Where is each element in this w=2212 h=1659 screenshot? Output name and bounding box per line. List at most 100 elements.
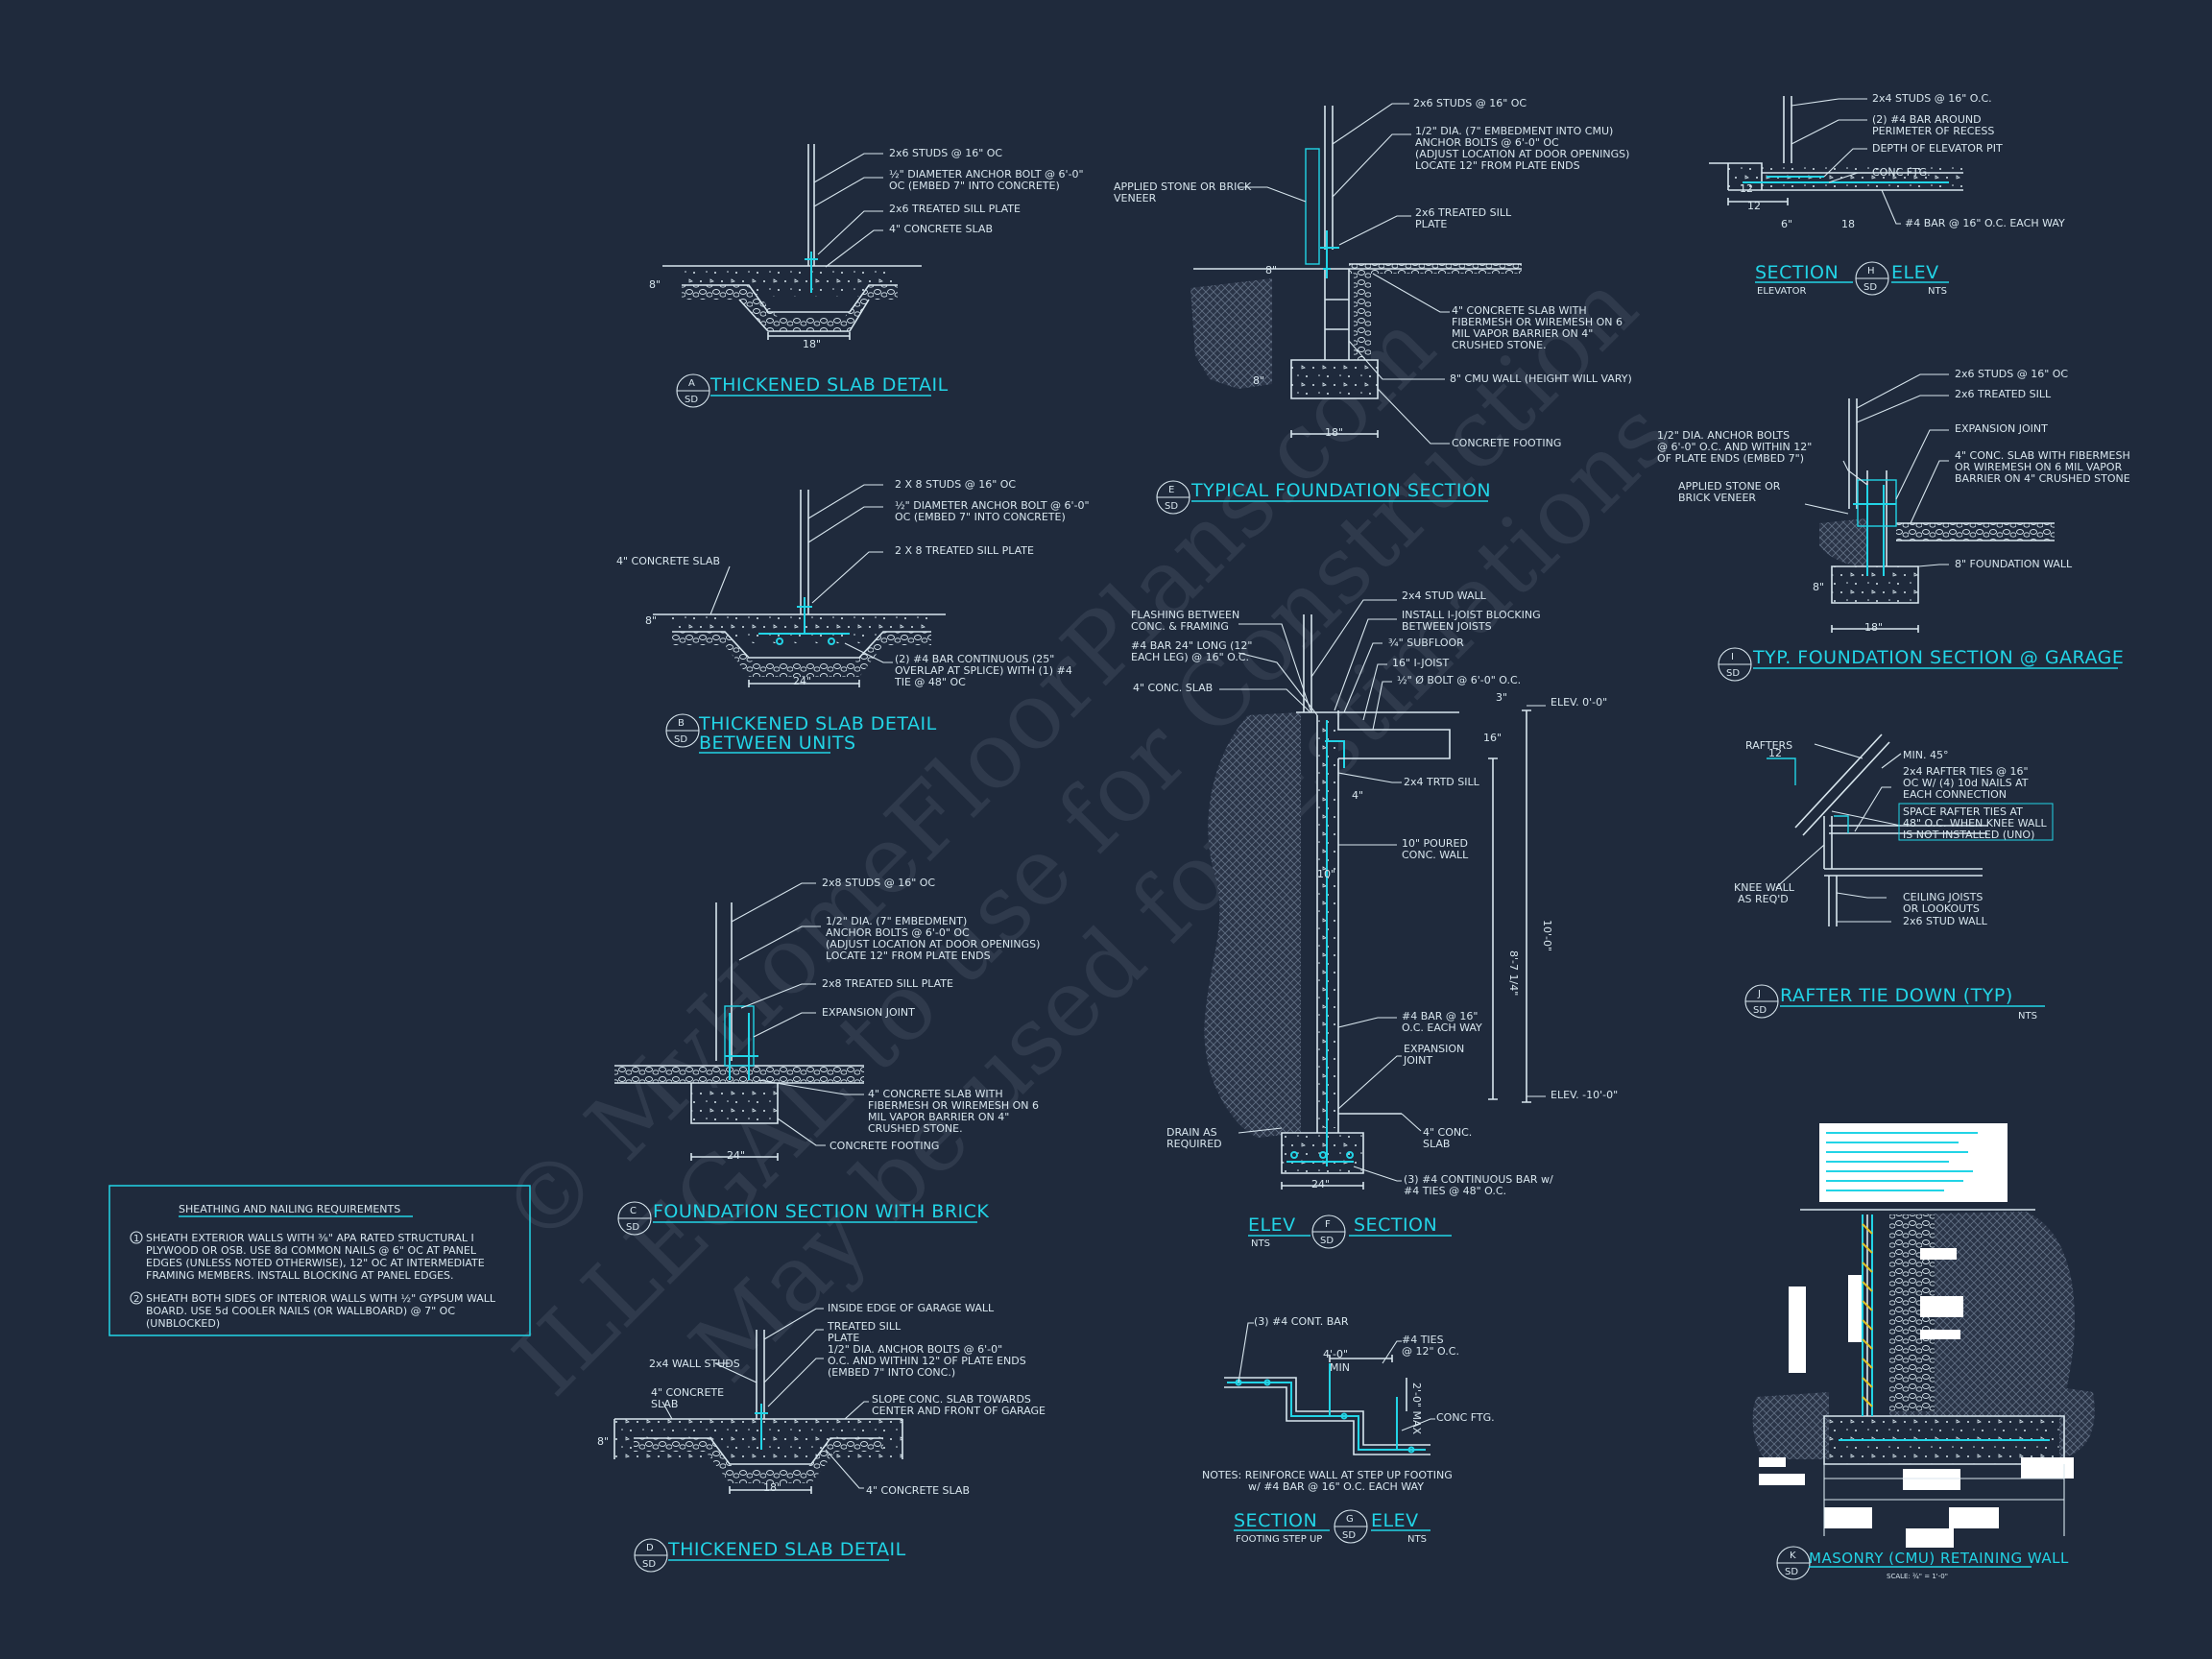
detail-d-note-sill: TREATED SILL: [827, 1320, 902, 1333]
detail-b-title: THICKENED SLAB DETAIL: [698, 713, 937, 734]
detail-f-note-rebar-2: O.C. EACH WAY: [1402, 1022, 1482, 1034]
detail-h-note-studs: 2x4 STUDS @ 16" O.C.: [1872, 92, 1992, 105]
detail-j-note-space-3: IS NOT INSTALLED (UNO): [1903, 829, 2034, 841]
detail-e-note-slab-3: MIL VAPOR BARRIER ON 4": [1452, 327, 1593, 340]
detail-a-title: THICKENED SLAB DETAIL: [709, 374, 949, 396]
detail-a-note-studs: 2x6 STUDS @ 16" OC: [889, 147, 1002, 159]
detail-e-dim-width: 18": [1325, 426, 1343, 439]
detail-i-note-studs: 2x6 STUDS @ 16" OC: [1955, 368, 2068, 380]
detail-i-note-slab-3: BARRIER ON 4" CRUSHED STONE: [1955, 472, 2130, 485]
detail-e-note-bolt-3: (ADJUST LOCATION AT DOOR OPENINGS): [1415, 148, 1629, 160]
detail-e-note-slab-2: FIBERMESH OR WIREMESH ON 6: [1452, 316, 1623, 328]
sheathing-item2-line1: SHEATH BOTH SIDES OF INTERIOR WALLS WITH…: [146, 1292, 496, 1305]
detail-h-sub: ELEVATOR: [1757, 286, 1806, 297]
detail-k-letter: K: [1790, 1551, 1796, 1561]
detail-f-note-flashing: FLASHING BETWEEN: [1131, 609, 1239, 621]
detail-i-title: TYP. FOUNDATION SECTION @ GARAGE: [1752, 647, 2124, 668]
detail-b-note-slab: 4" CONCRETE SLAB: [616, 555, 720, 567]
detail-f-note-slab: 4" CONC. SLAB: [1133, 682, 1213, 694]
detail-g-note-bar: (3) #4 CONT. BAR: [1254, 1315, 1349, 1328]
detail-j-note-knee: KNEE WALL: [1734, 881, 1795, 894]
detail-c-note-slab-3: MIL VAPOR BARRIER ON 4": [868, 1111, 1009, 1123]
detail-j-note-ties: 2x4 RAFTER TIES @ 16": [1903, 765, 2029, 778]
detail-d-note-slope: SLOPE CONC. SLAB TOWARDS: [872, 1393, 1031, 1406]
detail-f-note-wall: 10" POURED: [1402, 837, 1468, 850]
detail-f-dim-wall-height: 8'-7 1/4": [1507, 950, 1520, 996]
detail-j-note-rafters: RAFTERS: [1745, 739, 1792, 752]
sheathing-item1-line4: FRAMING MEMBERS. INSTALL BLOCKING AT PAN…: [146, 1269, 454, 1282]
detail-g-title-left: SECTION: [1234, 1510, 1317, 1531]
detail-g-sheet: SD: [1342, 1530, 1356, 1541]
detail-f-note-blocking-2: BETWEEN JOISTS: [1402, 620, 1492, 633]
detail-f-note-drain-2: REQUIRED: [1166, 1138, 1222, 1150]
detail-h-dim-12a: 12: [1740, 182, 1753, 195]
detail-f-note-wall-2: CONC. WALL: [1402, 849, 1469, 861]
detail-e-note-slab-4: CRUSHED STONE.: [1452, 339, 1547, 351]
detail-k-title: MASONRY (CMU) RETAINING WALL: [1809, 1550, 2069, 1567]
detail-c-sheet: SD: [626, 1222, 639, 1233]
detail-f-note-bar-2: EACH LEG) @ 16" O.C.: [1131, 651, 1249, 663]
detail-f-sheet: SD: [1320, 1236, 1334, 1246]
detail-f-note-joint: EXPANSION: [1404, 1043, 1464, 1055]
detail-c-note-bolt: 1/2" DIA. (7" EMBEDMENT): [826, 915, 967, 927]
detail-e-letter: E: [1168, 485, 1174, 495]
detail-h-note-rebar: #4 BAR @ 16" O.C. EACH WAY: [1905, 217, 2065, 229]
detail-e-dim-footing: 8": [1253, 374, 1264, 387]
detail-e-typical-foundation-section: 18" 8" 8" 2x6 STUDS @ 16" OC 1/2" DIA. (…: [1114, 97, 1632, 515]
detail-h-title-left: SECTION: [1755, 262, 1839, 283]
detail-d-note-concrete: 4" CONCRETE: [651, 1386, 724, 1399]
detail-c-note-slab-2: FIBERMESH OR WIREMESH ON 6: [868, 1099, 1039, 1112]
detail-k-masonry-retaining-wall: K SD MASONRY (CMU) RETAINING WALL SCALE:…: [1752, 1123, 2095, 1580]
detail-c-note-studs: 2x8 STUDS @ 16" OC: [822, 877, 935, 889]
detail-c-note-footing: CONCRETE FOOTING: [830, 1140, 939, 1152]
detail-f-scale: NTS: [1251, 1238, 1270, 1249]
detail-i-note-slab-2: OR WIREMESH ON 6 MIL VAPOR: [1955, 461, 2123, 473]
detail-f-dim-10in: 10": [1317, 868, 1335, 880]
detail-f-title-right: SECTION: [1354, 1214, 1437, 1236]
sheathing-num-2: 2: [133, 1294, 139, 1305]
detail-a-letter: A: [688, 378, 695, 389]
detail-f-note-bolt: ½" Ø BOLT @ 6'-0" O.C.: [1397, 674, 1521, 686]
detail-g-letter: G: [1346, 1514, 1354, 1525]
detail-c-note-bolt-4: LOCATE 12" FROM PLATE ENDS: [826, 950, 991, 962]
detail-j-letter: J: [1757, 989, 1761, 999]
detail-e-note-cmu: 8" CMU WALL (HEIGHT WILL VARY): [1450, 373, 1632, 385]
detail-e-note-footing: CONCRETE FOOTING: [1452, 437, 1561, 449]
detail-j-note-min: MIN. 45°: [1903, 749, 1948, 761]
detail-c-title: FOUNDATION SECTION WITH BRICK: [653, 1201, 989, 1222]
detail-e-note-bolt-2: ANCHOR BOLTS @ 6'-0" OC: [1415, 136, 1559, 149]
detail-b-note-sill: 2 X 8 TREATED SILL PLATE: [895, 544, 1034, 557]
detail-j-note-ties-3: EACH CONNECTION: [1903, 788, 2007, 801]
detail-b-note-bar-2: OVERLAP AT SPLICE) WITH (1) #4: [895, 664, 1072, 677]
detail-a-note-sill: 2x6 TREATED SILL PLATE: [889, 203, 1021, 215]
detail-d-dim-width: 18": [763, 1481, 781, 1494]
detail-j-note-stud-wall: 2x6 STUD WALL: [1903, 915, 1988, 927]
detail-a-dim-width: 18": [803, 338, 821, 350]
detail-h-dim-18: 18: [1841, 218, 1855, 230]
detail-i-dim-width: 18": [1864, 621, 1883, 634]
detail-e-note-studs: 2x6 STUDS @ 16" OC: [1413, 97, 1527, 109]
detail-d-note-sill-2: PLATE: [828, 1332, 859, 1344]
detail-g-dim-length: 4'-0": [1323, 1348, 1348, 1360]
detail-d-note-bolt-3: (EMBED 7" INTO CONC.): [828, 1366, 955, 1379]
detail-g-sub: FOOTING STEP UP: [1236, 1534, 1322, 1545]
detail-i-sheet: SD: [1726, 668, 1740, 679]
detail-g-note-ties: #4 TIES: [1402, 1334, 1444, 1346]
detail-c-foundation-section-with-brick: 24" 2x8 STUDS @ 16" OC 1/2" DIA. (7" EMB…: [614, 877, 1040, 1236]
detail-a-note-slab: 4" CONCRETE SLAB: [889, 223, 993, 235]
detail-i-dim-depth: 8": [1813, 581, 1824, 593]
detail-j-note-ceiling: CEILING JOISTS: [1903, 891, 1983, 903]
detail-b-title-2: BETWEEN UNITS: [699, 733, 856, 754]
detail-a-sheet: SD: [685, 395, 698, 405]
detail-f-dim-height: 10'-0": [1541, 920, 1553, 951]
detail-f-note-cont-bar-2: #4 TIES @ 48" O.C.: [1404, 1185, 1506, 1197]
detail-c-note-bolt-2: ANCHOR BOLTS @ 6'-0" OC: [826, 926, 970, 939]
detail-i-note-wall: 8" FOUNDATION WALL: [1955, 558, 2073, 570]
detail-e-note-veneer: APPLIED STONE OR BRICK: [1114, 180, 1252, 193]
detail-b-sheet: SD: [674, 734, 687, 745]
detail-k-sheet: SD: [1785, 1567, 1798, 1577]
detail-f-dim-joist: 16": [1483, 732, 1502, 744]
detail-g-scale: NTS: [1407, 1534, 1427, 1545]
detail-a-dim-depth: 8": [649, 278, 661, 291]
